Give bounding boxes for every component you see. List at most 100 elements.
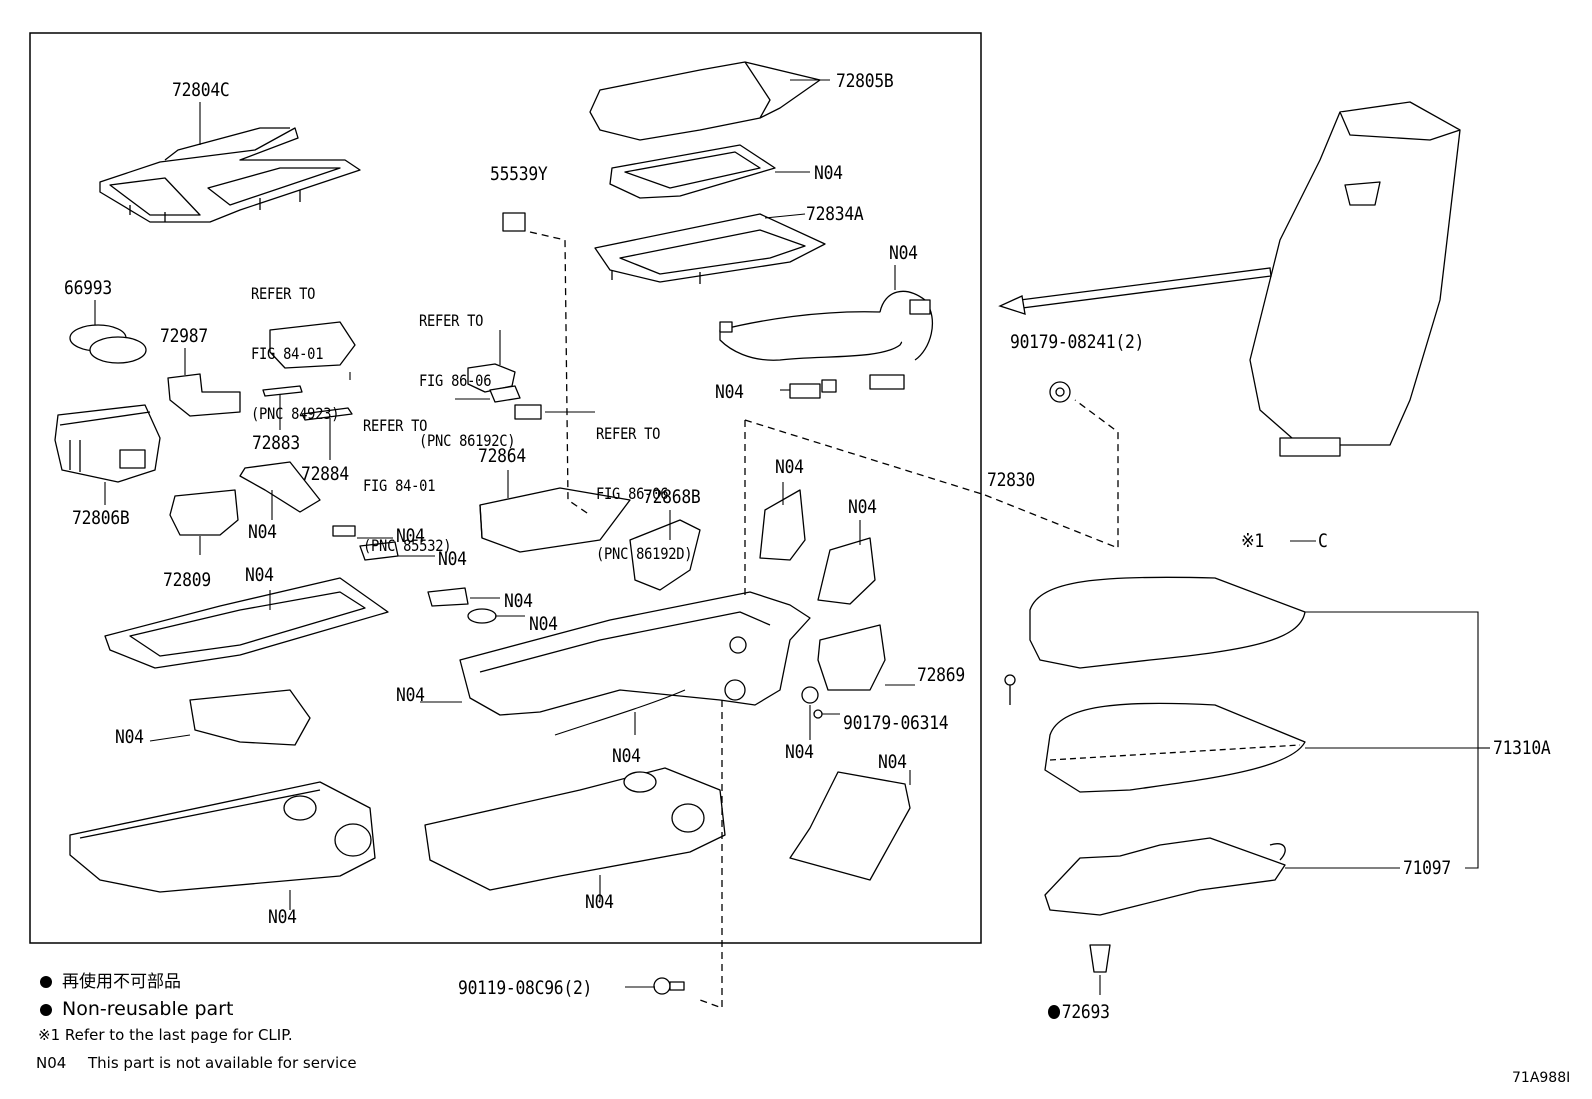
part-console-box-left xyxy=(69,781,376,893)
non-reusable-dot-icon xyxy=(40,1004,52,1016)
label-72805b: 72805B xyxy=(836,70,894,92)
label-71310a: 71310A xyxy=(1493,737,1551,759)
legend-n04-text: This part is not available for service xyxy=(88,1054,357,1072)
ref-line: REFER TO xyxy=(419,311,484,330)
ref-line: REFER TO xyxy=(363,416,428,435)
ref-line: (PNC 86192D) xyxy=(596,544,693,563)
part-small-pad-d xyxy=(467,608,497,624)
assembly-frame xyxy=(29,32,982,944)
part-72884-bracket xyxy=(301,407,353,421)
legend-non-reusable-en: Non-reusable part xyxy=(40,999,233,1019)
part-inner-bracket xyxy=(189,689,311,746)
label-90179-08241: 90179-08241(2) xyxy=(1010,331,1145,353)
ref-line: REFER TO xyxy=(251,284,316,303)
ref-block-85532: REFER TO FIG 84-01 (PNC 85532) xyxy=(363,376,452,576)
label-n04-console-mid: N04 xyxy=(585,891,614,913)
part-55539y xyxy=(502,212,526,232)
part-lower-trim-frame xyxy=(104,577,389,669)
leader-lines xyxy=(94,79,1490,995)
label-n04-cable: N04 xyxy=(612,745,641,767)
label-n04-side-bracket-b: N04 xyxy=(848,496,877,518)
non-reusable-dot-icon xyxy=(1048,1005,1061,1019)
part-seat-back xyxy=(1249,101,1461,457)
part-66993-discs xyxy=(69,324,147,364)
part-72864-module xyxy=(479,487,631,553)
part-armrest-middle xyxy=(1044,702,1306,793)
label-n04-main-bracket: N04 xyxy=(396,684,425,706)
ref-line: FIG 84-01 xyxy=(363,476,436,495)
ref-line: (PNC 86192C) xyxy=(419,431,516,450)
ref-block-84923: REFER TO FIG 84-01 (PNC 84923) xyxy=(251,244,340,444)
part-71097-base xyxy=(1044,837,1286,916)
part-clip-90179-08241 xyxy=(1049,381,1071,403)
label-72869: 72869 xyxy=(917,664,965,686)
label-n04-side-bracket-a: N04 xyxy=(775,456,804,478)
label-n04-lid-inner: N04 xyxy=(814,162,843,184)
label-55539y: 55539Y xyxy=(490,163,548,185)
label-clip-ref-c: C xyxy=(1318,530,1328,552)
part-side-bracket-a xyxy=(759,489,806,561)
part-n04-connector xyxy=(789,379,837,399)
part-console-box-mid xyxy=(424,767,726,891)
part-floor-mat xyxy=(789,771,911,881)
label-n04-harness: N04 xyxy=(889,242,918,264)
legend-en-text: Non-reusable part xyxy=(62,998,234,1020)
part-72987-pad xyxy=(167,373,241,417)
label-72987: 72987 xyxy=(160,325,208,347)
label-72693-text: 72693 xyxy=(1061,1001,1110,1023)
label-72806b: 72806B xyxy=(72,507,130,529)
label-90179-06314: 90179-06314 xyxy=(843,712,949,734)
part-71310a-armrest-top xyxy=(1029,576,1306,669)
legend-non-reusable-jp: 再使用不可部品 xyxy=(40,972,181,992)
dashed-lines xyxy=(529,231,1119,1009)
label-72883: 72883 xyxy=(252,432,300,454)
label-72884: 72884 xyxy=(301,463,349,485)
label-72804c: 72804C xyxy=(172,79,230,101)
part-main-bracket xyxy=(459,591,811,716)
legend-clip-note: ※1 Refer to the last page for CLIP. xyxy=(38,1026,293,1044)
label-72809: 72809 xyxy=(163,569,211,591)
part-wire-harness xyxy=(719,290,934,390)
part-grommet xyxy=(801,686,823,719)
ref-line: FIG 84-01 xyxy=(251,344,324,363)
part-small-pad-c xyxy=(427,587,469,607)
label-72693: 72693 xyxy=(1048,1002,1110,1022)
label-n04-pad-a: N04 xyxy=(396,525,425,547)
label-72868b: 72868B xyxy=(643,486,701,508)
label-n04-switch-panel: N04 xyxy=(248,521,277,543)
part-72809 xyxy=(169,489,239,536)
part-72883-bracket xyxy=(262,385,303,397)
ref-block-86192d: REFER TO FIG 86-06 (PNC 86192D) xyxy=(596,384,693,584)
legend-n04-note: N04 This part is not available for servic… xyxy=(36,1053,357,1073)
part-small-pad-a xyxy=(332,525,356,537)
label-n04-lower-frame: N04 xyxy=(245,564,274,586)
part-72868b-cover xyxy=(629,519,701,591)
ref-line: FIG 86-06 xyxy=(596,484,669,503)
part-switch-85532 xyxy=(489,385,521,403)
label-n04-grommet: N04 xyxy=(785,741,814,763)
part-72805b-lid xyxy=(589,61,821,141)
label-72864: 72864 xyxy=(478,445,526,467)
label-n04-inner-bracket: N04 xyxy=(115,726,144,748)
part-small-pin xyxy=(1004,674,1016,705)
label-n04-floor-mat: N04 xyxy=(878,751,907,773)
part-side-bracket-b xyxy=(817,537,876,605)
label-72830: 72830 xyxy=(987,469,1035,491)
label-90119-08c96: 90119-08C96(2) xyxy=(458,977,593,999)
label-clip-ref-mark: ※1 xyxy=(1241,530,1265,552)
ref-line: (PNC 85532) xyxy=(363,536,452,555)
ref-line: FIG 86-06 xyxy=(419,371,492,390)
part-bolt-90119 xyxy=(653,977,685,995)
part-clip-72693 xyxy=(1089,944,1111,973)
ref-block-86192c: REFER TO FIG 86-06 (PNC 86192C) xyxy=(419,271,516,471)
label-66993: 66993 xyxy=(64,277,112,299)
part-lid-inner xyxy=(609,144,776,199)
ref-line: (PNC 84923) xyxy=(251,404,340,423)
label-n04-pad-b: N04 xyxy=(438,548,467,570)
legend-jp-text: 再使用不可部品 xyxy=(62,972,181,992)
legend-n04-code: N04 xyxy=(36,1054,67,1072)
figure-id: 71A988I xyxy=(1512,1070,1571,1086)
part-72806b-cup-holder xyxy=(54,404,161,483)
